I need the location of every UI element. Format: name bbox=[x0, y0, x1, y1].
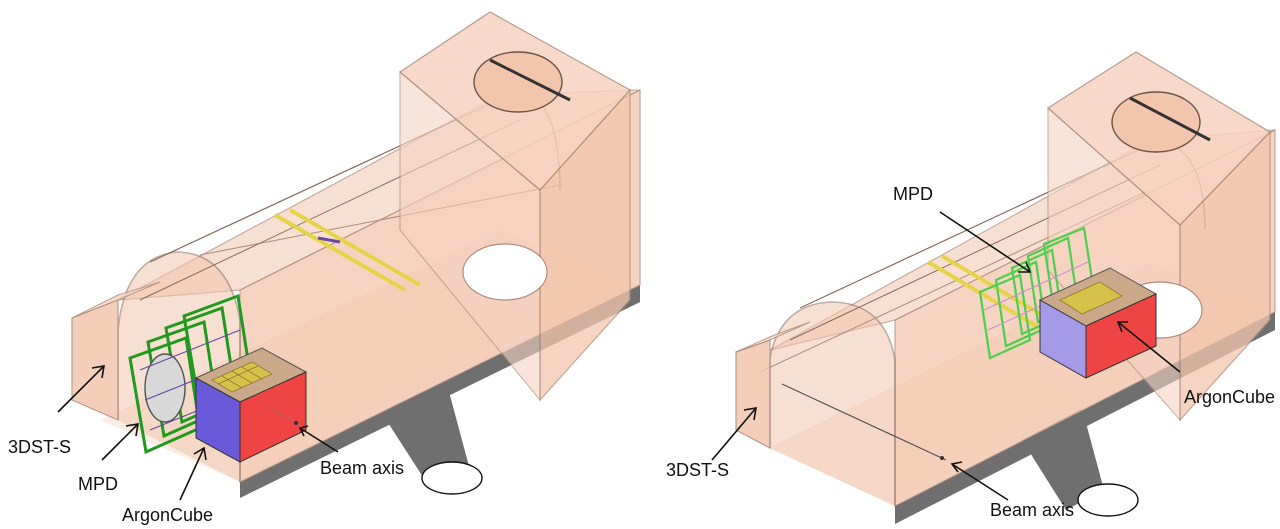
right-shaft-ladder bbox=[1129, 96, 1211, 142]
left-arrows bbox=[57, 365, 339, 501]
right-alcove-top bbox=[735, 321, 811, 353]
left-beam-point bbox=[294, 421, 298, 425]
left-mpd-tpc bbox=[144, 353, 186, 423]
right-view: MPD ArgonCube 3DST-S Beam axis bbox=[666, 51, 1276, 524]
left-label-3dst-s: 3DST-S bbox=[8, 437, 71, 457]
left-beam-rail-1 bbox=[274, 213, 406, 292]
left-argoncube-readout bbox=[211, 361, 273, 393]
right-outrigger-shadow bbox=[1022, 408, 1104, 510]
right-argoncube-readout bbox=[1059, 281, 1123, 315]
left-label-beam-axis: Beam axis bbox=[320, 458, 404, 478]
left-shaft-foot bbox=[421, 461, 483, 495]
right-beam-point bbox=[940, 456, 944, 460]
right-tunnel-arch bbox=[769, 301, 896, 506]
right-alcove-front bbox=[735, 339, 771, 449]
left-argoncube-front bbox=[239, 371, 307, 463]
left-shaft-ladder bbox=[489, 58, 571, 102]
right-label-3dst-s: 3DST-S bbox=[666, 460, 729, 480]
left-beam-rail-2 bbox=[289, 208, 421, 287]
left-alcove-top bbox=[71, 281, 161, 319]
left-shaft-base bbox=[462, 243, 548, 301]
left-beam-rail-mount bbox=[317, 236, 341, 244]
right-label-beam-axis: Beam axis bbox=[990, 500, 1074, 520]
left-view: 3DST-S MPD ArgonCube Beam axis bbox=[8, 11, 641, 525]
right-shaft-opening bbox=[1111, 91, 1201, 153]
left-alcove-front bbox=[71, 299, 119, 421]
right-shaft-foot bbox=[1077, 483, 1139, 517]
right-arrows bbox=[711, 211, 1181, 501]
right-argoncube-front bbox=[1085, 293, 1157, 379]
left-label-mpd: MPD bbox=[78, 474, 118, 494]
left-shaft-opening bbox=[473, 51, 563, 113]
right-beam-line bbox=[781, 383, 947, 461]
right-label-mpd: MPD bbox=[893, 184, 933, 204]
right-label-argoncube: ArgonCube bbox=[1184, 387, 1275, 407]
left-label-argoncube: ArgonCube bbox=[122, 505, 213, 525]
